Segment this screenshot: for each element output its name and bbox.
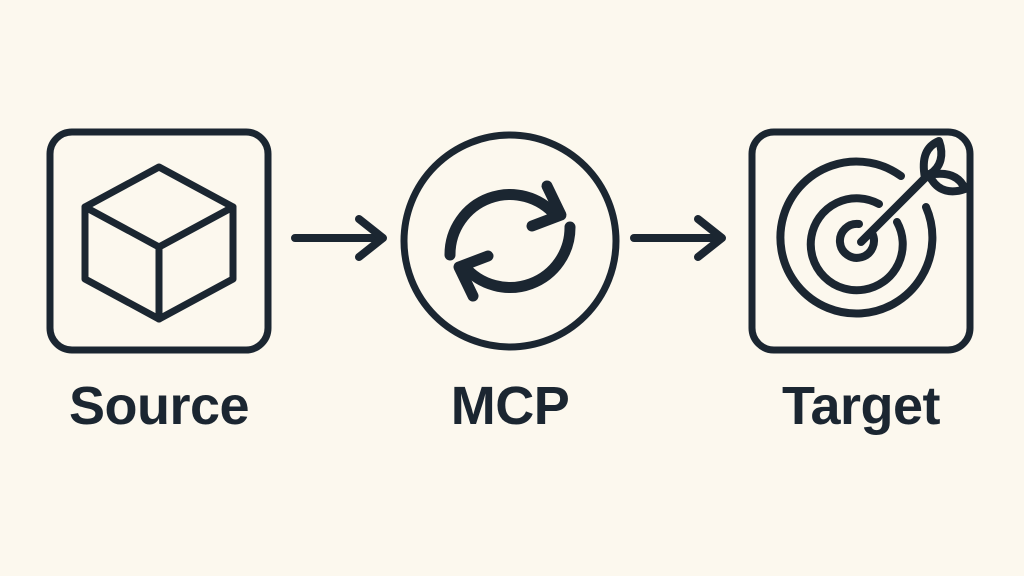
arrow-right-icon (291, 215, 387, 261)
sync-refresh-icon (400, 131, 620, 351)
arrow-source-to-mcp (291, 212, 391, 264)
arrow-right-icon (630, 215, 726, 261)
source-node-label: Source (68, 376, 250, 436)
mcp-node-label: MCP (450, 376, 570, 436)
diagram-node-mcp[interactable]: MCP (398, 129, 622, 433)
target-bullseye-arrow-icon (748, 128, 974, 354)
diagram-node-source[interactable]: Source (46, 128, 272, 436)
target-node-figure (748, 128, 974, 354)
cube-icon (46, 128, 272, 354)
mcp-node-figure (398, 129, 622, 353)
arrow-mcp-to-target (630, 212, 730, 264)
diagram-node-target[interactable]: Target (748, 128, 974, 436)
target-node-label: Target (781, 376, 941, 436)
source-node-figure (46, 128, 272, 354)
